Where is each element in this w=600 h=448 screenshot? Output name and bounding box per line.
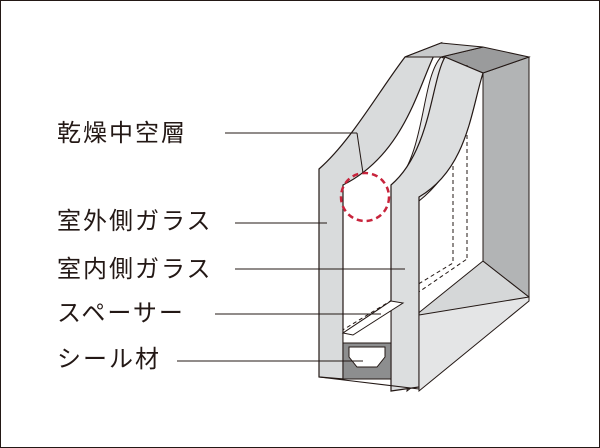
label-sealant: シール材 bbox=[57, 345, 161, 373]
label-interior-glass: 室内側ガラス bbox=[57, 255, 213, 283]
outer-frame-right bbox=[418, 296, 530, 393]
inner-frame-side bbox=[482, 56, 530, 299]
exterior-glass-top-edge bbox=[404, 42, 484, 58]
label-spacer: スペーサー bbox=[57, 299, 185, 327]
label-air-layer: 乾燥中空層 bbox=[57, 119, 187, 147]
air-layer-highlight bbox=[339, 171, 391, 223]
interior-glass-front bbox=[390, 56, 484, 392]
section-bottom-line bbox=[318, 376, 420, 390]
leader-line-air-layer-diag bbox=[356, 132, 364, 174]
sealant bbox=[342, 342, 392, 380]
label-exterior-glass: 室外側ガラス bbox=[57, 207, 213, 235]
spacer-top bbox=[341, 300, 405, 336]
